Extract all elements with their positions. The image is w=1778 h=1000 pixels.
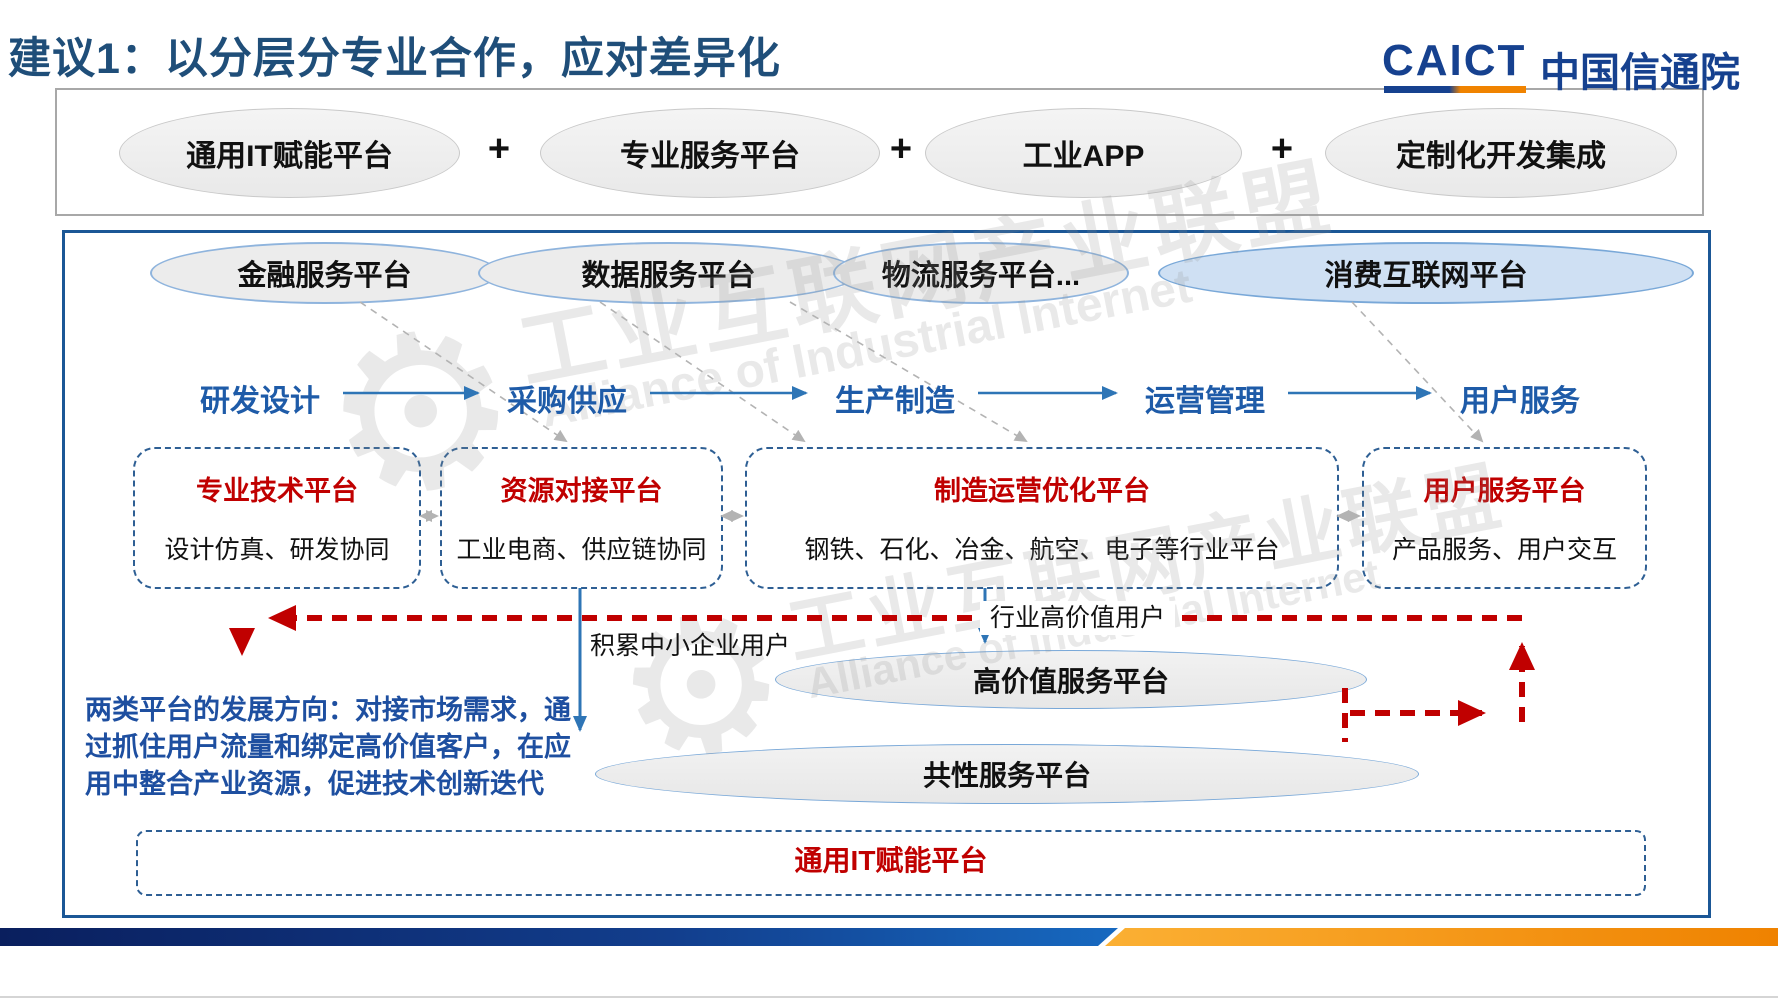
formula-ellipse-industrial-app: 工业APP: [925, 108, 1242, 198]
formula-ellipse-label: 专业服务平台: [620, 140, 800, 173]
platform-title: 制造运营优化平台: [934, 476, 1150, 506]
platform-box-tech: 专业技术平台 设计仿真、研发协同: [133, 447, 421, 589]
flow-step-operation: 运营管理: [1145, 385, 1265, 418]
flow-step-purchase: 采购供应: [507, 385, 627, 418]
plus-sign: +: [487, 128, 511, 170]
ellipse-label: 共性服务平台: [922, 760, 1091, 791]
service-ellipse-label: 金融服务平台: [237, 260, 412, 292]
connector-finance-to-resource: [359, 301, 568, 443]
platform-title: 专业技术平台: [196, 476, 358, 506]
platform-subtitle: 钢铁、石化、冶金、航空、电子等行业平台: [804, 536, 1280, 564]
bottom-bar-orange: [1105, 928, 1778, 946]
flow-step-production: 生产制造: [835, 385, 955, 418]
ellipse-high-value-platform: 高价值服务平台: [775, 650, 1367, 709]
formula-ellipse-label: 工业APP: [1022, 140, 1145, 173]
label-accumulate-sme-users: 积累中小企业用户: [590, 632, 791, 660]
formula-ellipse-label: 定制化开发集成: [1396, 140, 1606, 173]
ellipse-label: 高价值服务平台: [972, 665, 1169, 697]
platform-subtitle: 设计仿真、研发协同: [164, 536, 390, 564]
bottom-bar-blue: [0, 928, 1118, 946]
service-ellipse-label: 数据服务平台: [581, 260, 756, 292]
platform-box-resource: 资源对接平台 工业电商、供应链协同: [440, 447, 723, 589]
flow-step-userservice: 用户服务: [1460, 385, 1580, 418]
connector-logistics-to-manufacturing: [789, 301, 1028, 443]
service-ellipse-data: 数据服务平台: [478, 242, 859, 304]
service-ellipse-label: 消费互联网平台: [1324, 260, 1528, 292]
page-title: 建议1：以分层分专业合作，应对差异化: [8, 35, 781, 83]
connector-data-to-manufacturing: [599, 301, 806, 443]
caict-logo-underline: [1384, 86, 1526, 93]
formula-ellipse-custom-dev: 定制化开发集成: [1325, 108, 1677, 198]
plus-sign: +: [889, 128, 913, 170]
plus-sign: +: [1270, 128, 1294, 170]
caict-logo: CAICT: [1382, 36, 1527, 85]
caict-logo-name: 中国信通院: [1540, 51, 1740, 95]
page-bottom-edge: [0, 996, 1778, 998]
main-diagram-box: [62, 230, 1711, 918]
service-ellipse-logistics: 物流服务平台...: [833, 242, 1129, 304]
service-ellipse-consumer-internet: 消费互联网平台: [1158, 242, 1694, 304]
formula-ellipse-professional-service: 专业服务平台: [540, 108, 880, 198]
platform-title: 用户服务平台: [1423, 476, 1586, 506]
service-ellipse-label: 物流服务平台...: [881, 260, 1081, 292]
platform-subtitle: 产品服务、用户交互: [1391, 536, 1617, 564]
formula-ellipse-label: 通用IT赋能平台: [186, 140, 393, 173]
ellipse-drop-connectors: [359, 301, 1484, 443]
connector-consumer-to-userservice: [1351, 301, 1484, 443]
flow-step-rd: 研发设计: [200, 385, 320, 418]
label-industry-high-value-users: 行业高价值用户: [980, 601, 1175, 635]
platform-title: 资源对接平台: [500, 476, 663, 506]
service-ellipse-finance: 金融服务平台: [150, 242, 499, 304]
platform-box-userservice: 用户服务平台 产品服务、用户交互: [1362, 447, 1647, 589]
ellipse-common-platform: 共性服务平台: [595, 744, 1419, 804]
red-dashed-arrows: [229, 605, 1535, 742]
development-direction-note: 两类平台的发展方向：对接市场需求，通过抓住用户流量和绑定高价值客户，在应用中整合…: [85, 695, 571, 799]
formula-ellipse-general-it: 通用IT赋能平台: [119, 108, 460, 198]
platform-subtitle: 工业电商、供应链协同: [456, 536, 707, 564]
general-it-platform-box: 通用IT赋能平台: [136, 830, 1646, 896]
